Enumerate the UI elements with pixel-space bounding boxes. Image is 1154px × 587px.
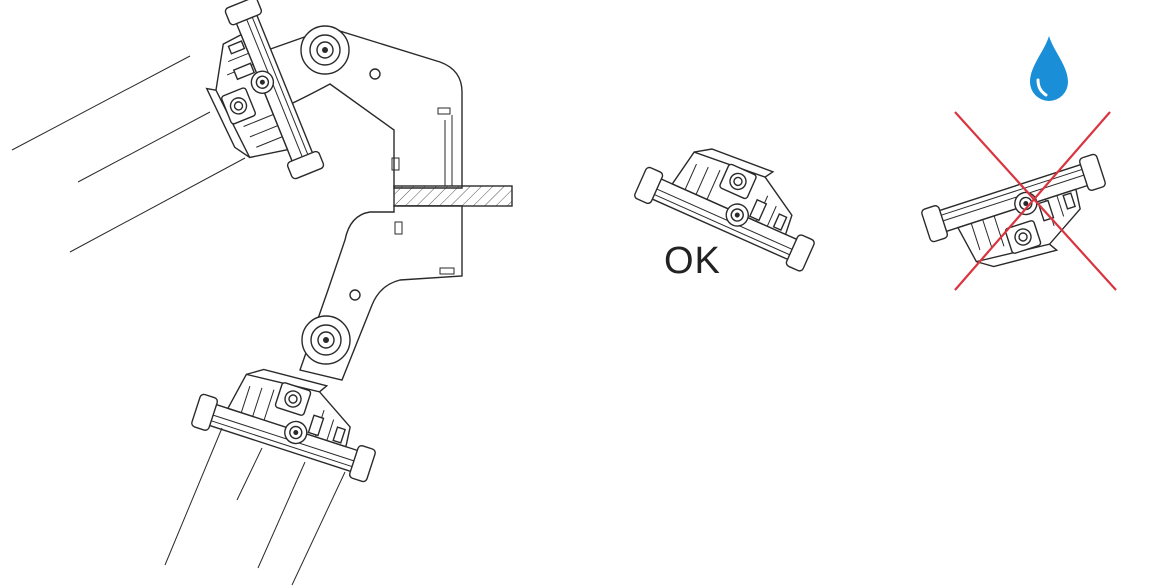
not-ok-fixture [920, 152, 1122, 288]
water-drop-icon [1030, 36, 1068, 101]
lower-arm-hole [349, 289, 361, 301]
upper-light-beams [11, 55, 246, 253]
ok-label: OK [664, 240, 721, 282]
left-mount-assembly [11, 0, 513, 586]
upper-arm-hole [369, 68, 381, 80]
lower-light-beams [164, 427, 346, 586]
prohibited-cross-icon [954, 111, 1117, 291]
mounting-surface [393, 185, 513, 207]
lower-fixture [190, 348, 392, 484]
